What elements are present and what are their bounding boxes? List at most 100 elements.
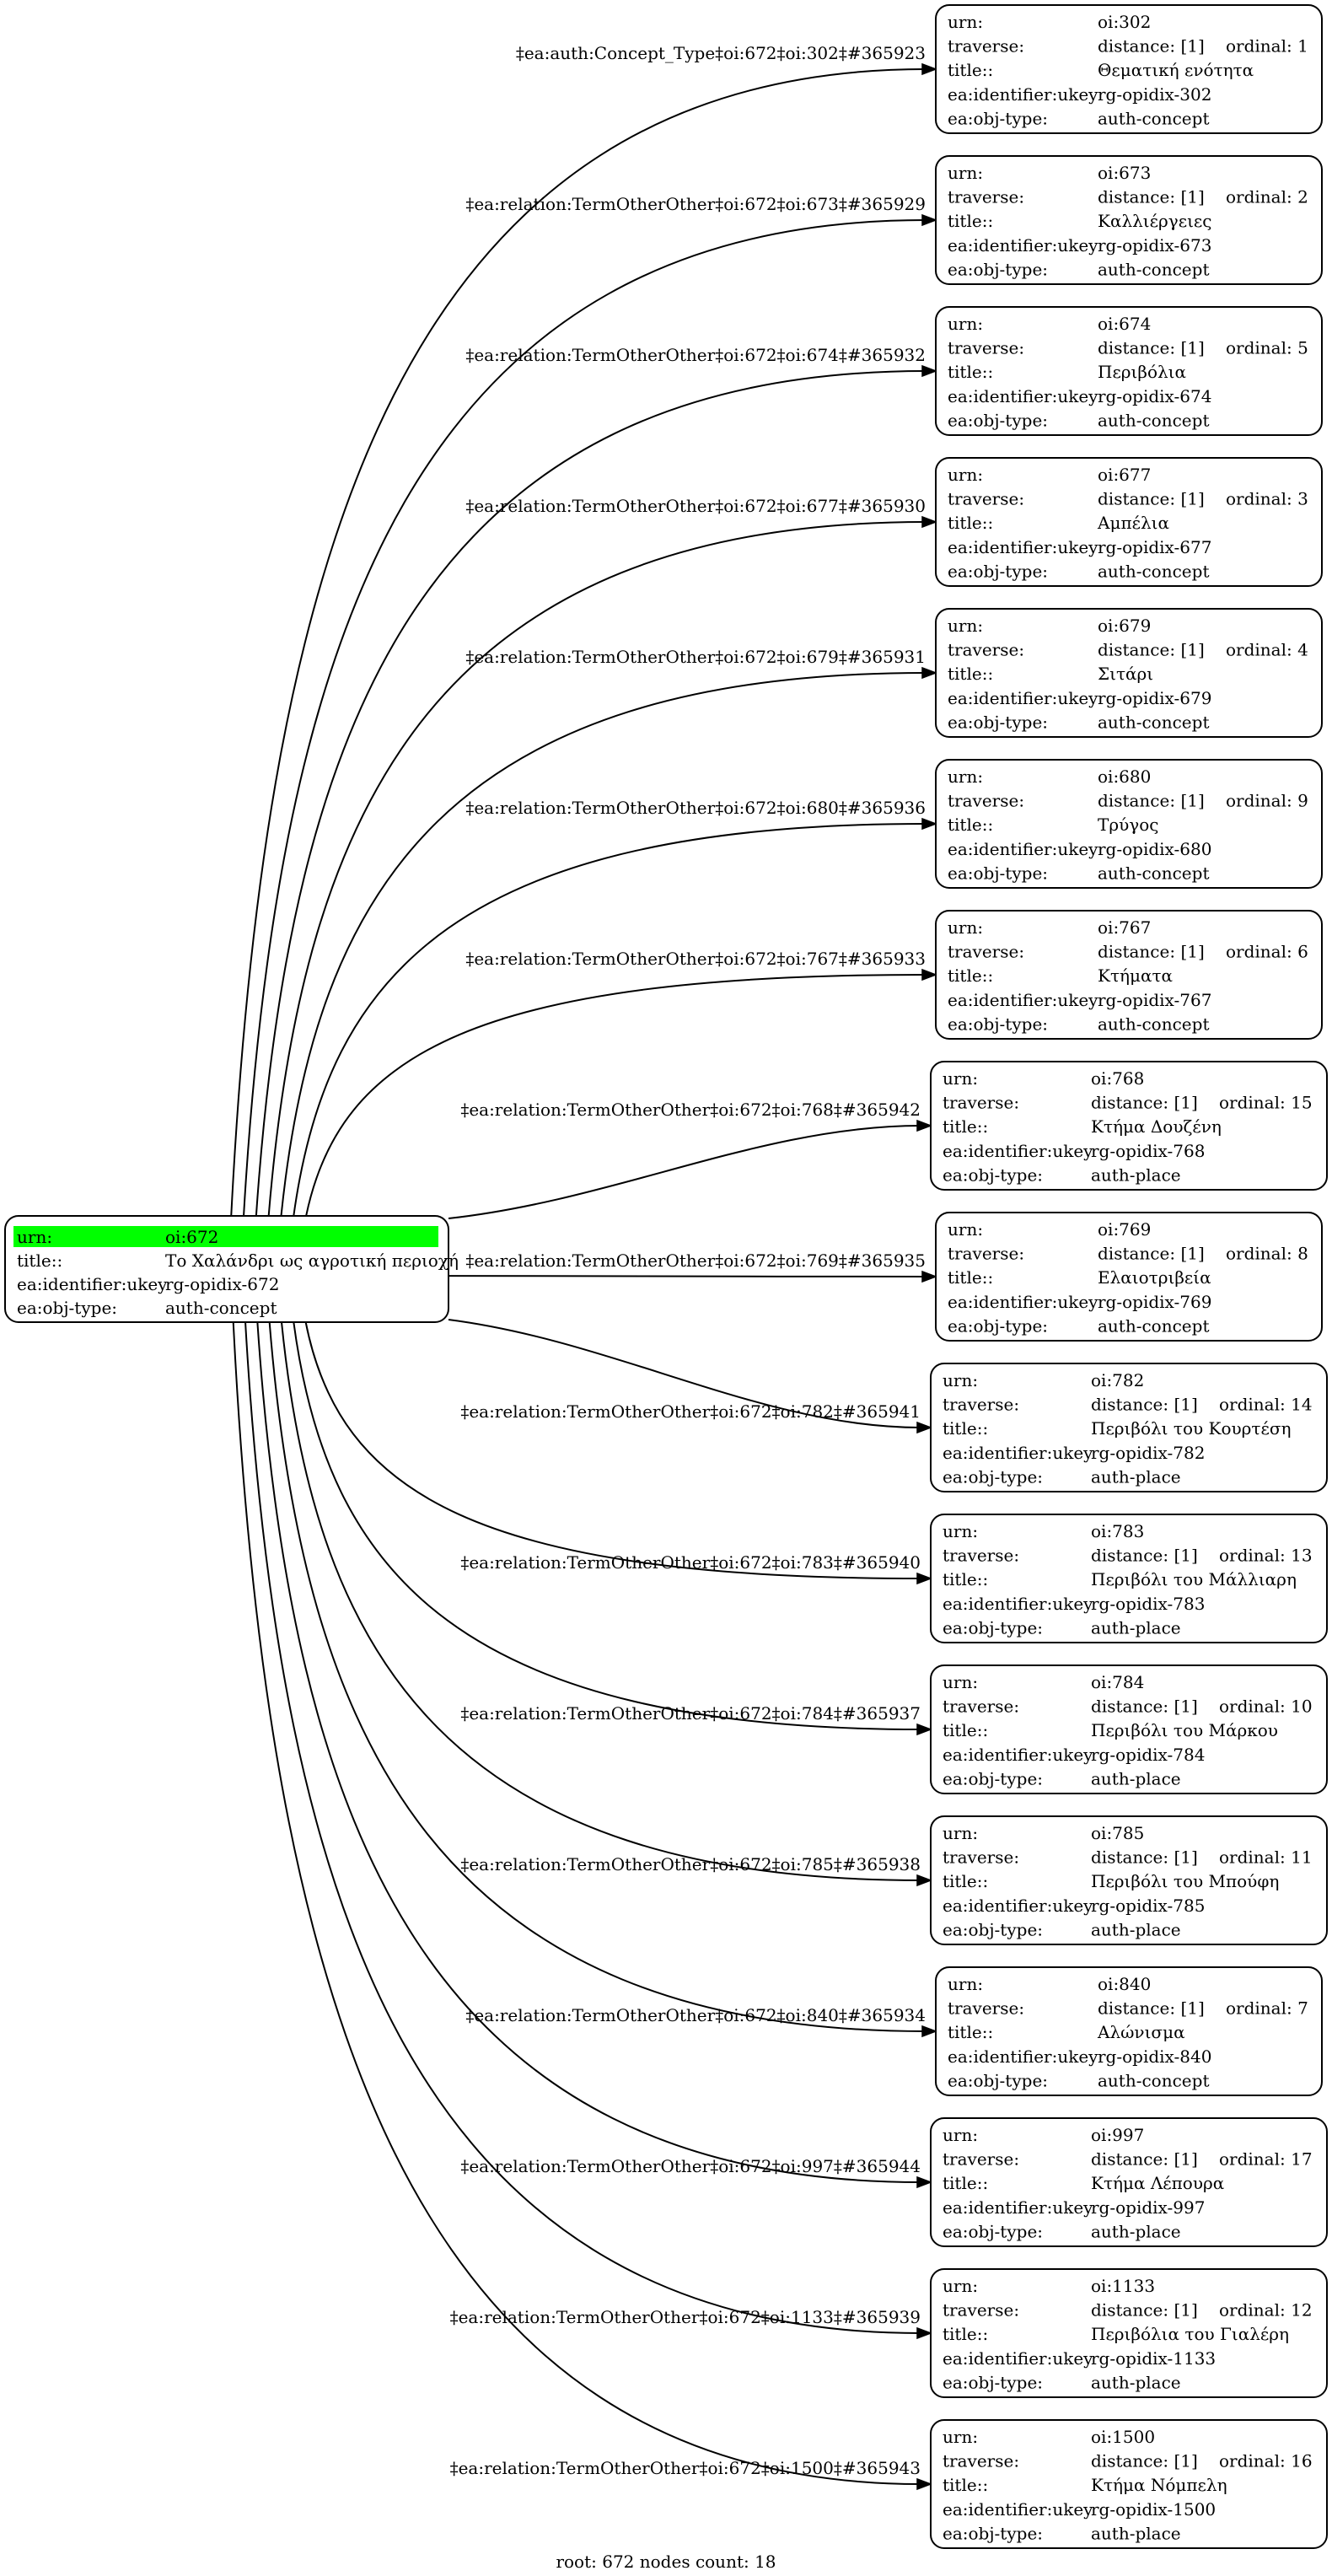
edge-oi-673[interactable]: ‡ea:relation:TermOtherOther‡oi:672‡oi:67…: [243, 194, 938, 1217]
node-title-value: Περιβόλι του Κουρτέση: [1091, 1418, 1291, 1439]
edge-line: [448, 1275, 926, 1277]
node-distance-label: traverse:: [943, 1847, 1019, 1868]
edge-oi-769[interactable]: ‡ea:relation:TermOtherOther‡oi:672‡oi:76…: [448, 1250, 938, 1283]
node-urn-label: urn:: [943, 1370, 978, 1390]
edge-oi-674[interactable]: ‡ea:relation:TermOtherOther‡oi:672‡oi:67…: [255, 345, 938, 1217]
node-distance-value: distance: [1]: [1098, 36, 1205, 56]
node-distance-label: traverse:: [948, 942, 1024, 962]
edge-line: [293, 823, 926, 1217]
edge-oi-680[interactable]: ‡ea:relation:TermOtherOther‡oi:672‡oi:68…: [293, 798, 938, 1217]
node-ukey-value: rg-opidix-769: [1098, 1292, 1211, 1312]
node-urn-value: oi:769: [1098, 1219, 1151, 1240]
node-distance-value: distance: [1]: [1098, 489, 1205, 509]
node-box: [935, 1966, 1323, 2096]
node-objtype-value: auth-concept: [1098, 561, 1209, 581]
edge-oi-677[interactable]: ‡ea:relation:TermOtherOther‡oi:672‡oi:67…: [267, 496, 938, 1217]
node-box: [935, 457, 1323, 587]
root-node[interactable]: urn: oi:672 title:: Το Χαλάνδρι ως αγροτ…: [4, 1215, 459, 1323]
node-ordinal-value: ordinal: 2: [1226, 187, 1308, 207]
node-urn-value: oi:782: [1091, 1370, 1144, 1390]
node-distance-label: traverse:: [943, 2149, 1019, 2170]
edge-oi-785[interactable]: ‡ea:relation:TermOtherOther‡oi:672‡oi:78…: [281, 1321, 933, 1887]
edge-oi-679[interactable]: ‡ea:relation:TermOtherOther‡oi:672‡oi:67…: [280, 647, 938, 1217]
node-urn-label: urn:: [948, 1219, 983, 1240]
root-objtype-label: ea:obj-type:: [17, 1298, 117, 1318]
node-distance-value: distance: [1]: [1091, 1093, 1198, 1113]
node-ukey-label: ea:identifier:ukey: [948, 537, 1098, 557]
node-title-value: Αμπέλια: [1097, 513, 1169, 533]
edge-arrowhead: [921, 968, 938, 981]
node-box: [935, 4, 1323, 134]
edge-oi-782[interactable]: ‡ea:relation:TermOtherOther‡oi:672‡oi:78…: [448, 1319, 933, 1434]
edge-line: [243, 219, 926, 1217]
edge-label: ‡ea:relation:TermOtherOther‡oi:672‡oi:67…: [465, 345, 926, 365]
edge-oi-302[interactable]: ‡ea:auth:Concept_Type‡oi:672‡oi:302‡#365…: [230, 43, 938, 1217]
edge-arrowhead: [921, 666, 938, 680]
node-urn-value: oi:785: [1091, 1823, 1144, 1843]
edge-oi-768[interactable]: ‡ea:relation:TermOtherOther‡oi:672‡oi:76…: [448, 1100, 933, 1219]
node-title-label: title::: [943, 1720, 988, 1740]
node-distance-value: distance: [1]: [1098, 791, 1205, 811]
node-urn-value: oi:840: [1098, 1974, 1151, 1994]
node-ordinal-value: ordinal: 15: [1219, 1093, 1313, 1113]
root-title-value: Το Χαλάνδρι ως αγροτική περιοχή: [165, 1250, 459, 1271]
node-urn-label: urn:: [948, 465, 983, 485]
node-distance-label: traverse:: [948, 1244, 1024, 1264]
edge-line: [268, 1321, 926, 2032]
node-distance-label: traverse:: [948, 489, 1024, 509]
node-urn-label: urn:: [943, 1823, 978, 1843]
node-ukey-value: rg-opidix-679: [1098, 688, 1211, 708]
node-urn-value: oi:767: [1098, 917, 1151, 938]
node-objtype-label: ea:obj-type:: [948, 2070, 1048, 2090]
edge-line: [305, 974, 926, 1217]
node-urn-label: urn:: [943, 2125, 978, 2145]
node-title-label: title::: [943, 1871, 988, 1891]
edge-arrowhead: [916, 2175, 933, 2189]
edge-line: [267, 521, 926, 1217]
node-title-label: title::: [943, 1569, 988, 1589]
node-urn-value: oi:677: [1098, 465, 1151, 485]
edge-oi-840[interactable]: ‡ea:relation:TermOtherOther‡oi:672‡oi:84…: [268, 1321, 938, 2038]
node-ukey-value: rg-opidix-680: [1098, 839, 1211, 859]
node-title-label: title::: [948, 513, 993, 533]
node-objtype-value: auth-place: [1091, 1617, 1181, 1638]
edge-oi-784[interactable]: ‡ea:relation:TermOtherOther‡oi:672‡oi:78…: [293, 1321, 933, 1736]
node-objtype-label: ea:obj-type:: [943, 2523, 1043, 2543]
node-title-label: title::: [948, 1267, 993, 1288]
node-ordinal-value: ordinal: 12: [1219, 2300, 1313, 2321]
node-title-label: title::: [948, 60, 993, 80]
node-title-label: title::: [943, 1116, 988, 1137]
edges-layer: ‡ea:auth:Concept_Type‡oi:672‡oi:302‡#365…: [230, 43, 938, 2491]
root-urn-value: oi:672: [165, 1227, 218, 1247]
edge-label: ‡ea:relation:TermOtherOther‡oi:672‡oi:76…: [460, 1100, 921, 1120]
edge-oi-1133[interactable]: ‡ea:relation:TermOtherOther‡oi:672‡oi:11…: [244, 1321, 933, 2340]
node-distance-value: distance: [1]: [1091, 1697, 1198, 1717]
edge-oi-767[interactable]: ‡ea:relation:TermOtherOther‡oi:672‡oi:76…: [305, 949, 938, 1217]
node-ukey-label: ea:identifier:ukey: [943, 1745, 1093, 1765]
edge-label: ‡ea:relation:TermOtherOther‡oi:672‡oi:11…: [450, 2307, 921, 2327]
edge-oi-1500[interactable]: ‡ea:relation:TermOtherOther‡oi:672‡oi:15…: [232, 1321, 933, 2491]
node-box: [935, 910, 1323, 1040]
edge-oi-997[interactable]: ‡ea:relation:TermOtherOther‡oi:672‡oi:99…: [256, 1321, 933, 2189]
node-title-value: Ελαιοτριβεία: [1098, 1267, 1211, 1288]
edge-oi-783[interactable]: ‡ea:relation:TermOtherOther‡oi:672‡oi:78…: [304, 1321, 933, 1585]
node-title-value: Κτήματα: [1098, 965, 1173, 986]
edge-line: [280, 672, 926, 1217]
